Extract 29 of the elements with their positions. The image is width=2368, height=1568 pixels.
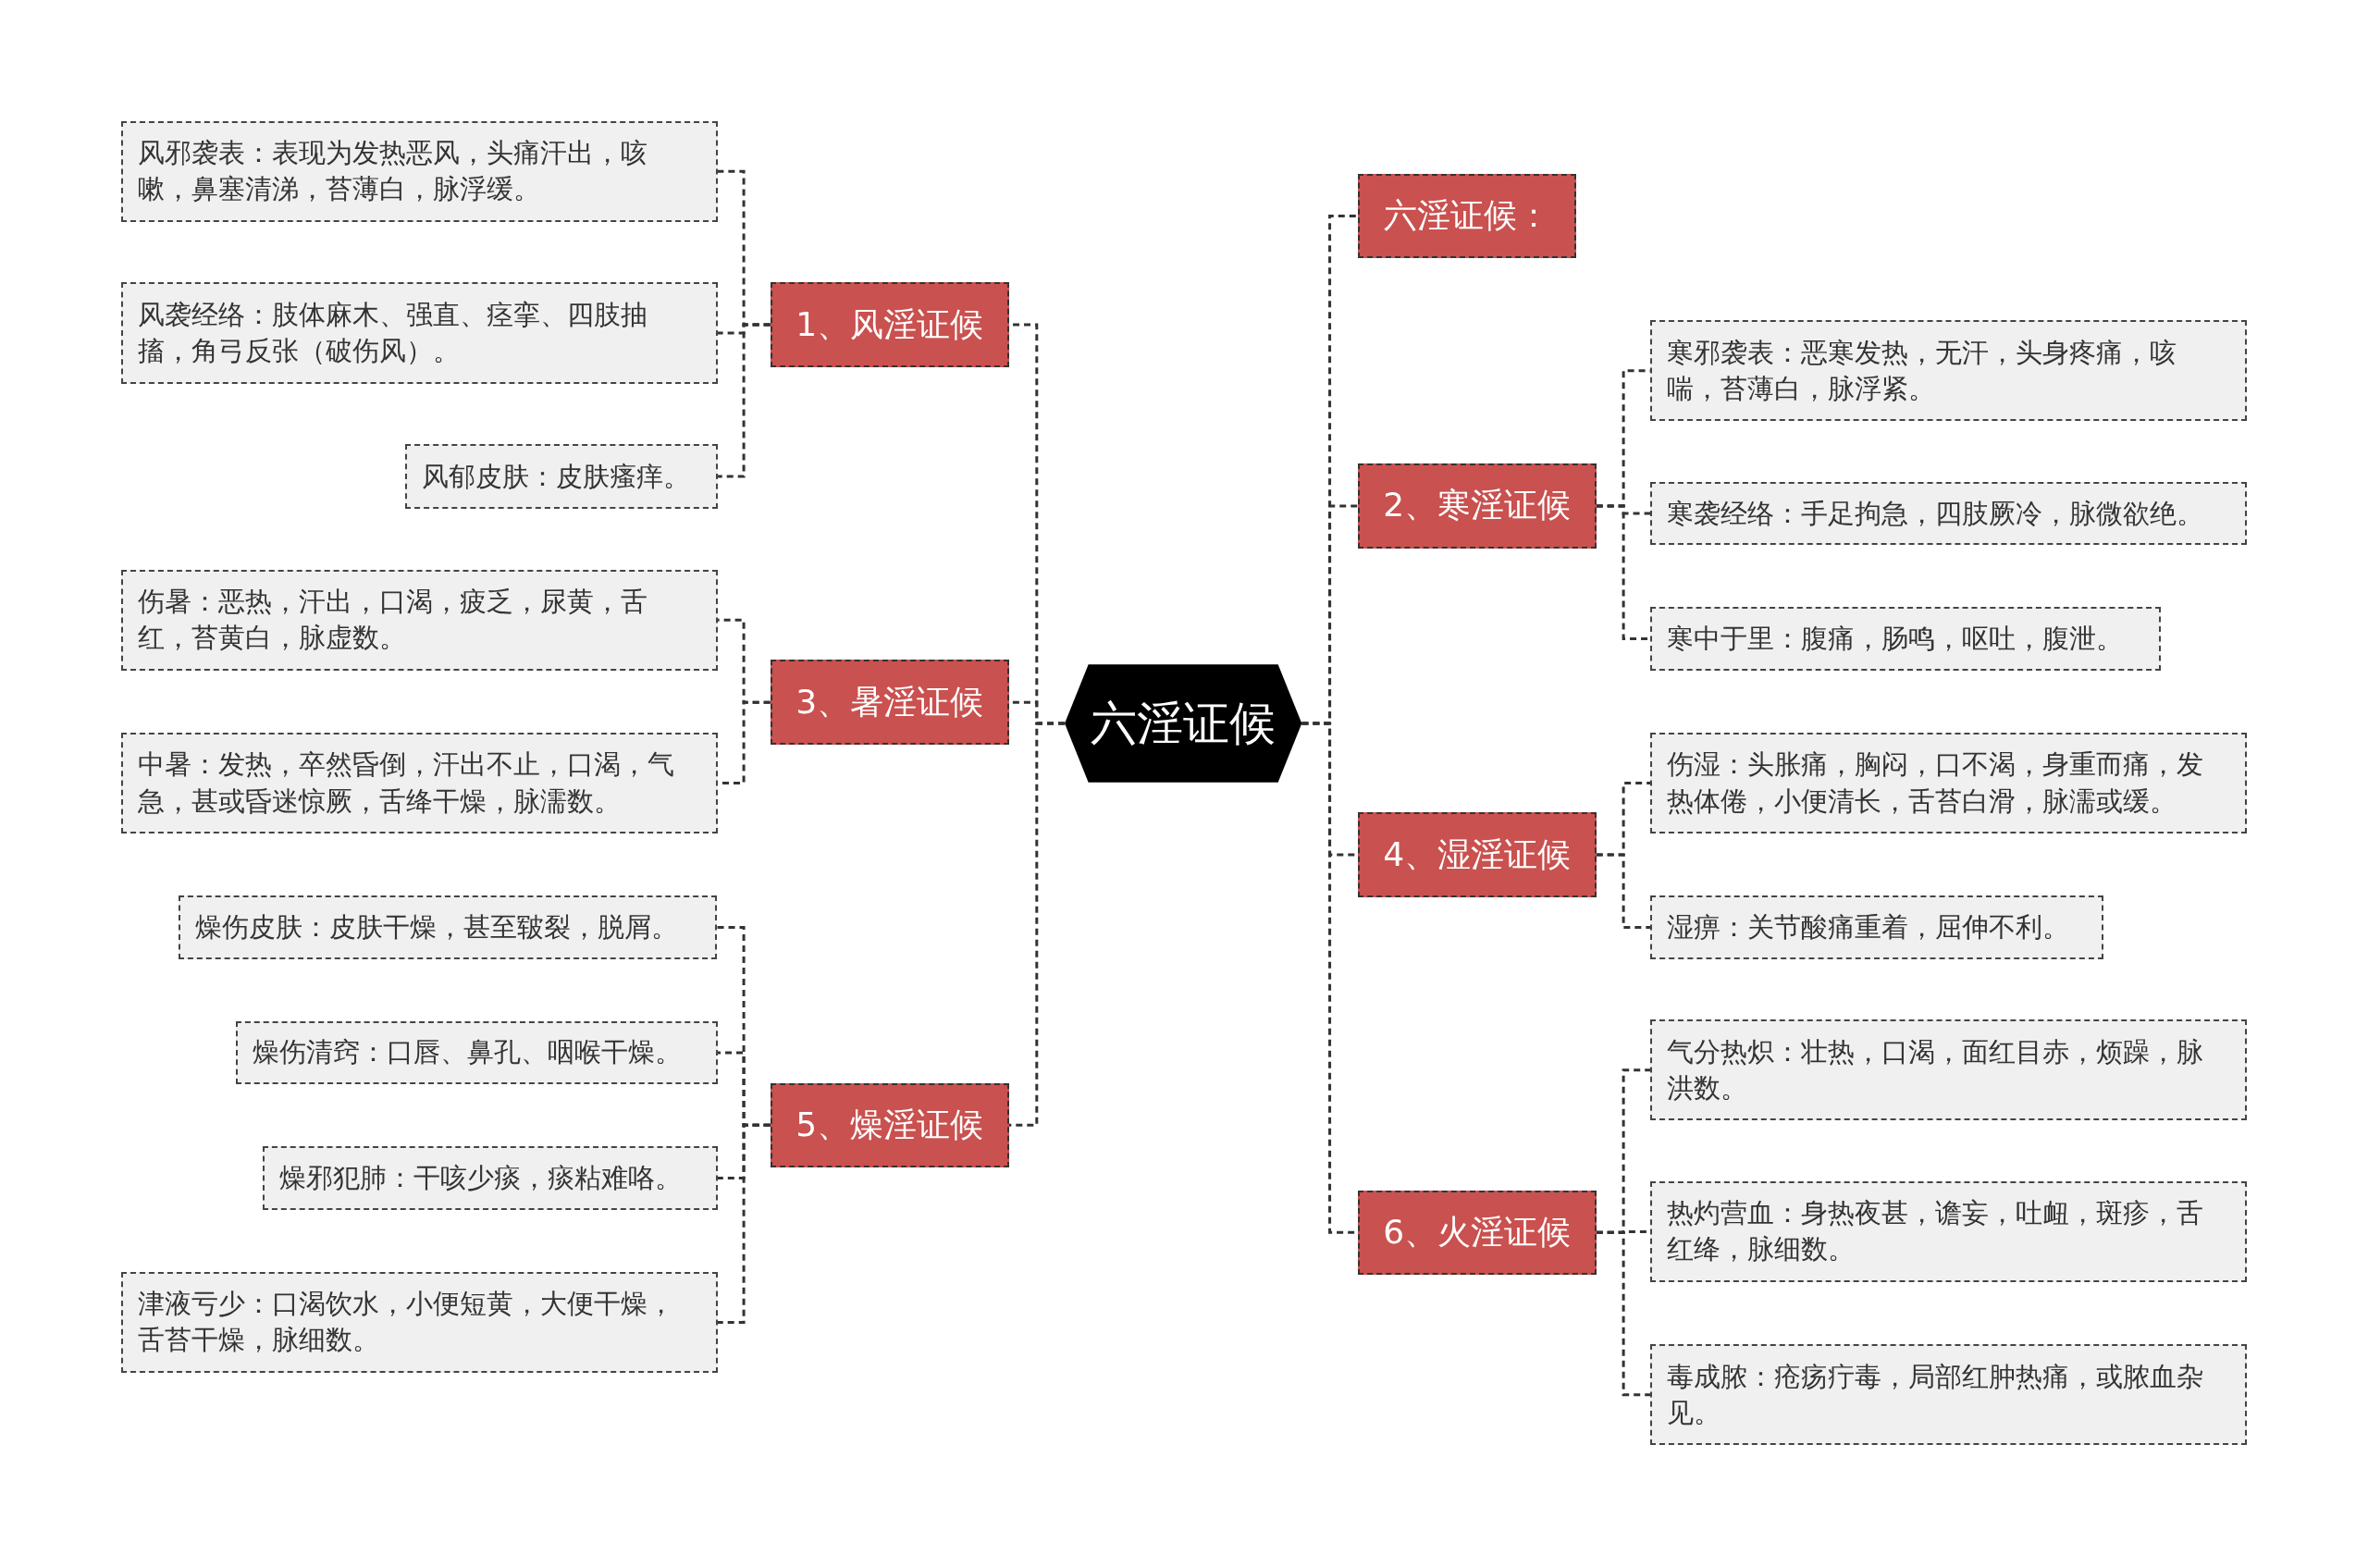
connector-line: [1008, 722, 1065, 1127]
note-box: 中暑：发热，卒然昏倒，汗出不止，口渴，气急，甚或昏迷惊厥，舌绛干燥，脉濡数。: [120, 732, 718, 834]
connector-line: [717, 1123, 771, 1324]
topic-box: 六淫证候：: [1357, 173, 1577, 259]
connector-line: [717, 323, 771, 478]
note-box: 寒中于里：腹痛，肠鸣，呕吐，腹泄。: [1650, 607, 2162, 671]
note-box: 寒邪袭表：恶寒发热，无汗，头身疼痛，咳喘，苔薄白，脉浮紧。: [1650, 320, 2248, 422]
note-box: 气分热炽：壮热，口渴，面红目赤，烦躁，脉洪数。: [1650, 1019, 2248, 1121]
note-box: 燥伤清窍：口唇、鼻孔、咽喉干燥。: [235, 1020, 718, 1085]
topic-box: 5、燥淫证候: [770, 1082, 1009, 1168]
note-box: 津液亏少：口渴饮水，小便短黄，大便干燥，舌苔干燥，脉细数。: [120, 1271, 718, 1374]
note-box: 伤湿：头胀痛，胸闷，口不渴，身重而痛，发热体倦，小便清长，舌苔白滑，脉濡或缓。: [1650, 732, 2248, 834]
note-box: 燥邪犯肺：干咳少痰，痰粘难咯。: [263, 1146, 718, 1210]
note-box: 寒袭经络：手足拘急，四肢厥冷，脉微欲绝。: [1650, 481, 2248, 546]
topic-box: 3、暑淫证候: [770, 660, 1009, 745]
note-box: 风郁皮肤：皮肤瘙痒。: [404, 444, 718, 510]
note-box: 风邪袭表：表现为发热恶风，头痛汗出，咳嗽，鼻塞清涕，苔薄白，脉浮缓。: [120, 120, 718, 222]
topic-box: 4、湿淫证候: [1357, 812, 1597, 897]
note-box: 伤暑：恶热，汗出，口渴，疲乏，尿黄，舌红，苔黄白，脉虚数。: [120, 569, 718, 671]
note-box: 风袭经络：肢体麻木、强直、痉挛、四肢抽搐，角弓反张（破伤风）。: [120, 282, 718, 384]
topic-box: 1、风淫证候: [770, 282, 1009, 367]
connector-line: [1596, 1230, 1651, 1397]
connector-line: [1596, 853, 1651, 929]
note-box: 毒成脓：疮疡疔毒，局部红肿热痛，或脓血杂见。: [1650, 1344, 2248, 1446]
note-box: 热灼营血：身热夜甚，谵妄，吐衄，斑疹，舌红绛，脉细数。: [1650, 1180, 2248, 1283]
note-box: 燥伤皮肤：皮肤干燥，甚至皲裂，脱屑。: [178, 895, 718, 959]
note-box: 湿痹：关节酸痛重着，屈伸不利。: [1650, 895, 2104, 959]
topic-box: 6、火淫证候: [1357, 1190, 1597, 1275]
topic-box: 2、寒淫证候: [1357, 463, 1597, 549]
